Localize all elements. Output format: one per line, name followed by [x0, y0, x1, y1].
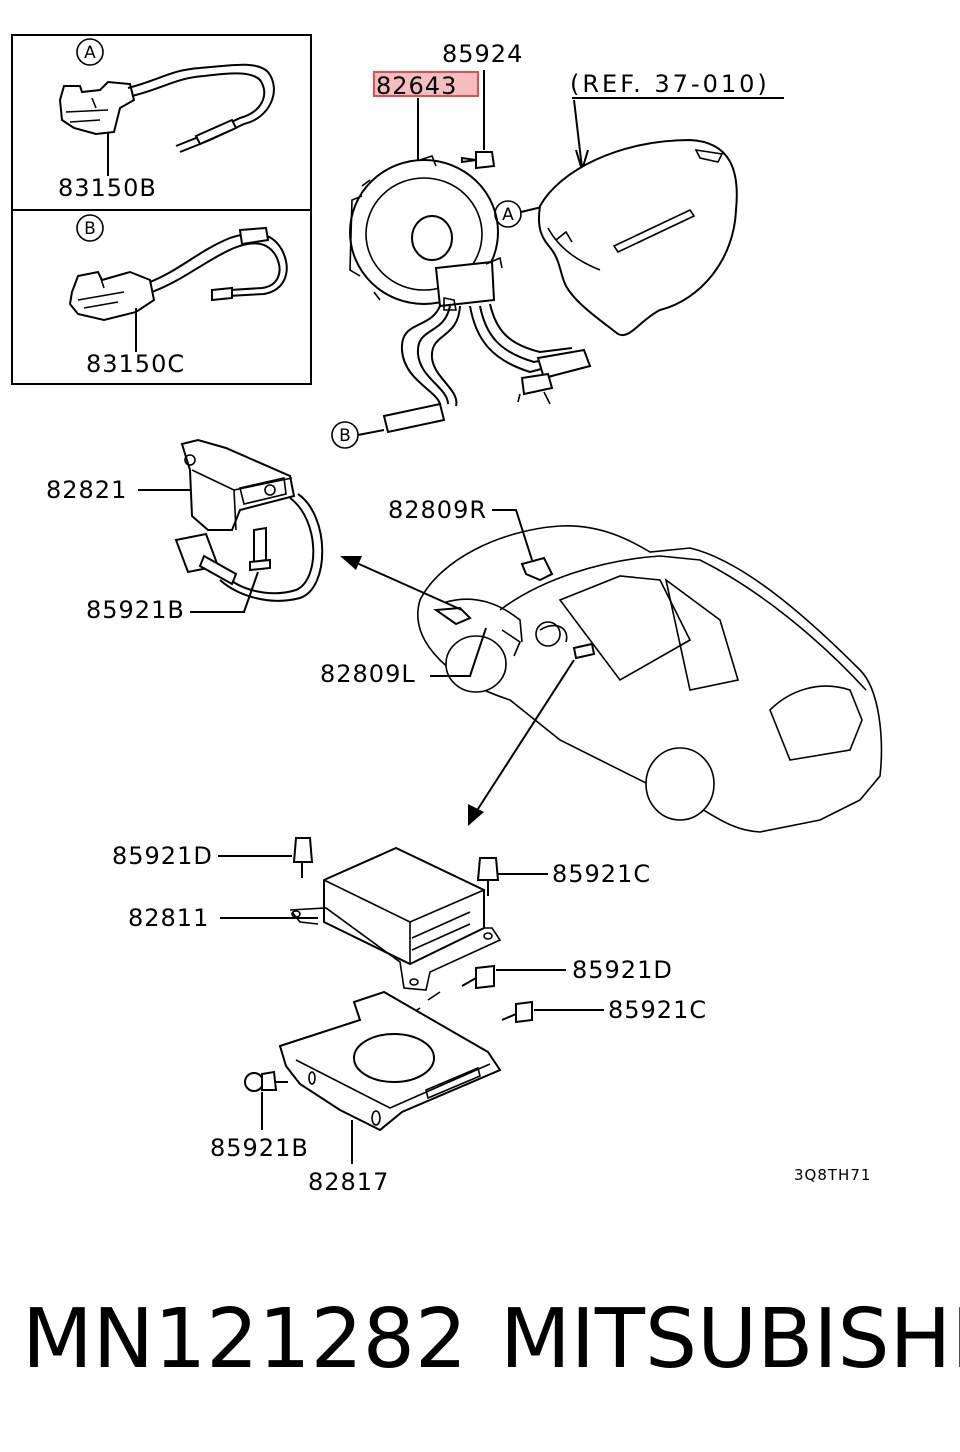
label-82817: 82817 [308, 1168, 389, 1196]
screw-85924 [461, 151, 496, 170]
srs-control-unit-82811 [289, 846, 502, 991]
label-83150c: 83150C [86, 350, 185, 378]
highlight-82643 [373, 71, 479, 97]
label-82809r: 82809R [388, 496, 487, 524]
label-85924: 85924 [442, 40, 523, 68]
bolt-85921c-a [476, 857, 500, 896]
label-85921b-top: 85921B [86, 596, 185, 624]
bracket-82817 [278, 990, 502, 1132]
clock-spring-82643 [349, 155, 592, 434]
callout-a-main: A [502, 205, 514, 225]
label-ref-37-010: (REF. 37-010) [570, 70, 770, 98]
inset-box-b: B 83150C [11, 209, 312, 385]
label-82809l: 82809L [320, 660, 416, 688]
impact-sensor-82821 [174, 438, 324, 602]
label-82811: 82811 [128, 904, 209, 932]
drawing-code: 3Q8TH71 [794, 1166, 871, 1184]
bolt-85921b-bottom [244, 1070, 288, 1092]
vehicle-body [417, 525, 883, 833]
label-85921c-a: 85921C [552, 860, 651, 888]
steering-wheel-airbag [538, 138, 738, 337]
brand-name: MITSUBISHI [500, 1292, 960, 1387]
label-82643: 82643 [376, 72, 457, 100]
callout-b-main: B [339, 426, 351, 446]
part-number: MN121282 [22, 1292, 468, 1387]
connector-83150b [58, 63, 275, 153]
label-83150b: 83150B [58, 174, 157, 202]
label-85921d-a: 85921D [112, 842, 213, 870]
inset-box-a: A 83150B [11, 34, 312, 211]
label-85921d-b: 85921D [572, 956, 673, 984]
label-85921c-b: 85921C [608, 996, 707, 1024]
callout-a-inset: A [84, 43, 96, 63]
callout-b-inset: B [84, 219, 96, 239]
connector-83150c [68, 226, 288, 322]
bolt-85921d-a [292, 837, 314, 878]
label-82821: 82821 [46, 476, 127, 504]
bolt-85921c-b [501, 1000, 533, 1024]
footer: MN121282 MITSUBISHI [0, 1290, 960, 1390]
label-85921b-bottom: 85921B [210, 1134, 309, 1162]
bolt-85921d-b [461, 964, 495, 990]
